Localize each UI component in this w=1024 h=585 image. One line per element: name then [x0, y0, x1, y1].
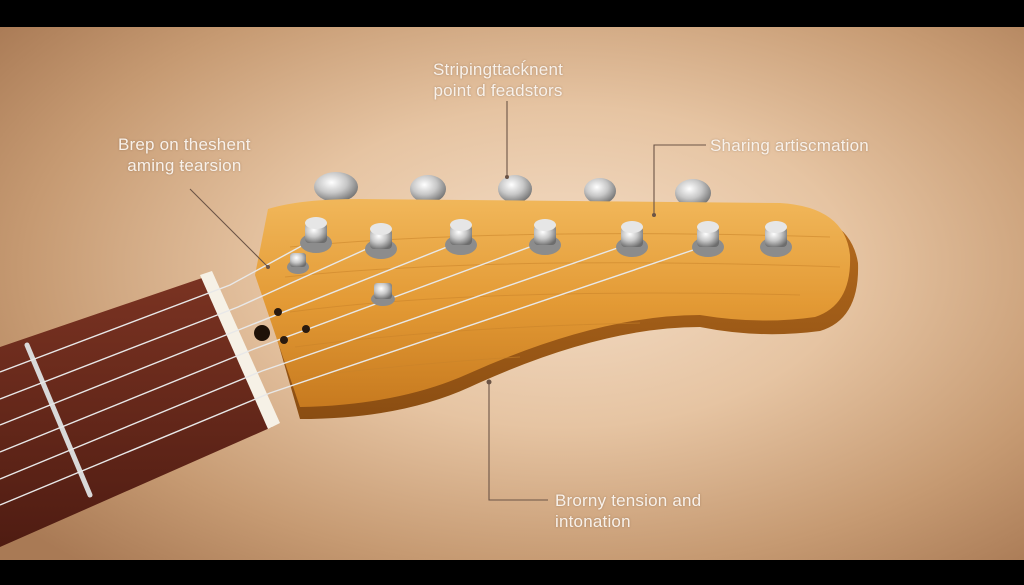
annotation-bottom-line-2: intonation: [555, 512, 631, 531]
annotation-left: Brep on theshent aming ŧearsion: [118, 134, 251, 176]
annotation-dots: [266, 175, 656, 385]
fretboard: [0, 277, 272, 547]
guitar-headstock-photo: Stripingttacḱnent point d feadstors Brep…: [0, 27, 1024, 560]
annotation-right-line-1: Sharing artiscmation: [710, 136, 869, 155]
annotation-left-line-2: aming ŧearsion: [127, 156, 242, 175]
annotation-bottom: Brorny tension and intonation: [555, 490, 701, 532]
wood-grain: [284, 233, 841, 378]
annotation-top: Stripingttacḱnent point d feadstors: [433, 59, 563, 101]
back-tuners: [314, 172, 711, 207]
strings: [0, 236, 709, 506]
string-trees: [254, 308, 310, 344]
annotation-bottom-line-1: Brorny tension and: [555, 491, 702, 510]
annotation-right: Sharing artiscmation: [710, 135, 869, 156]
nut: [200, 271, 280, 429]
tuner-pegs: [287, 217, 792, 306]
guitar-illustration: [0, 101, 859, 547]
annotation-top-line-2: point d feadstors: [433, 81, 563, 100]
annotation-left-line-1: Brep on theshent: [118, 135, 251, 154]
annotation-top-line-1: Stripingttacḱnent: [433, 60, 564, 79]
annotation-leaders: [189, 101, 706, 501]
